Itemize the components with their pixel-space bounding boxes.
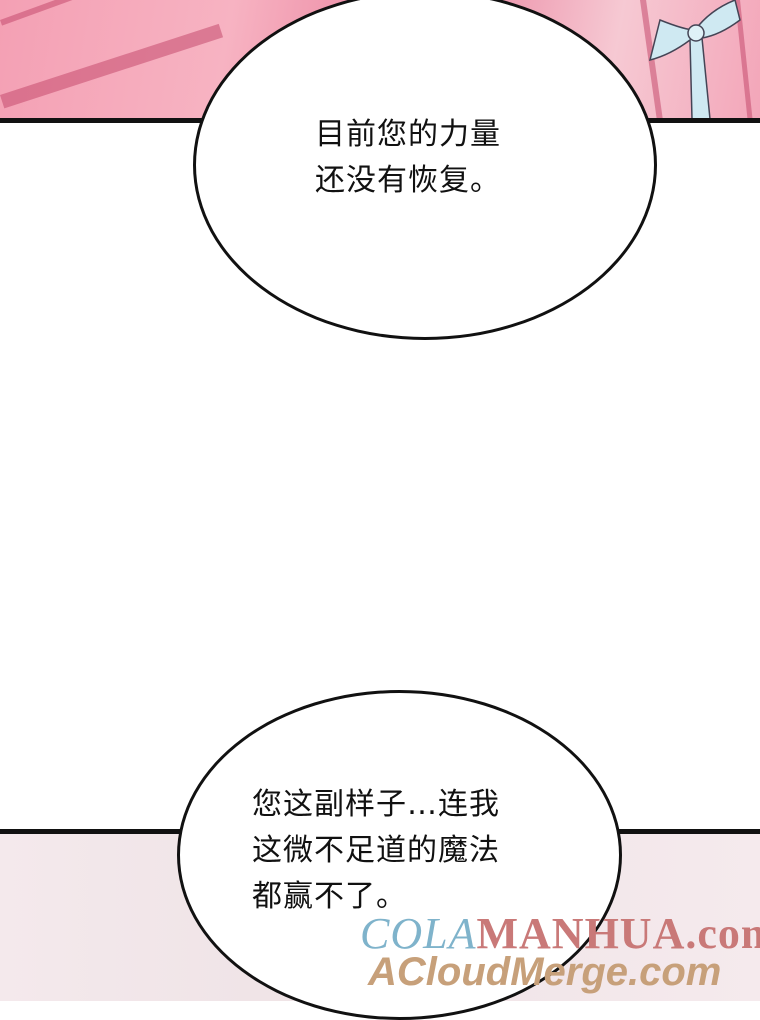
speech-line: 这微不足道的魔法 [252, 833, 500, 868]
watermark-part: MANHUA.com [476, 909, 760, 958]
speech-line: 都赢不了。 [252, 879, 407, 914]
speech-line: 目前您的力量 [315, 117, 501, 152]
watermark-part: COLA [360, 909, 477, 958]
speech-bubble-top [193, 0, 657, 340]
speech-bubble-bottom [177, 690, 622, 1020]
speech-line: 您这副样子…连我 [252, 787, 500, 822]
art-stroke [0, 0, 115, 26]
speech-text-bottom: 您这副样子…连我 这微不足道的魔法 都赢不了。 [252, 782, 500, 920]
speech-line: 还没有恢复。 [315, 163, 501, 198]
watermark-colamanhua: COLAMANHUA.com [360, 908, 760, 959]
speech-text-top: 目前您的力量 还没有恢复。 [315, 112, 501, 204]
watermark-acloudmerge: ACloudMerge.com [368, 950, 722, 994]
ribbon-bow-icon [648, 0, 741, 119]
art-stroke [0, 23, 224, 109]
